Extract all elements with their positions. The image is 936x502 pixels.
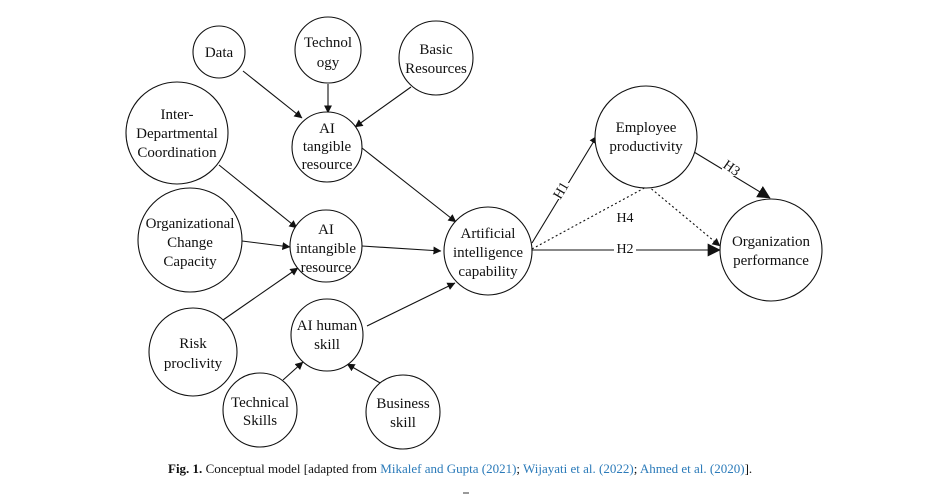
edge-data-to-ai-tangible	[242, 70, 303, 119]
edge-business-skill-to-ai-human	[346, 363, 383, 385]
node-data: Data	[192, 25, 246, 79]
hypothesis-h4-label: H4	[616, 211, 633, 226]
citation-link-mikalef-gupta[interactable]: Mikalef and Gupta (2021)	[380, 461, 517, 476]
hypothesis-h2-label: H2	[616, 242, 633, 257]
edge-ai-human-to-ai-capability	[366, 282, 456, 327]
edge-technical-skills-to-ai-human	[282, 361, 304, 381]
svg-text:Data: Data	[205, 45, 234, 61]
page-mark	[463, 492, 469, 494]
caption-text-after: ].	[744, 461, 753, 476]
figure-label: Fig. 1.	[168, 461, 203, 476]
citation-link-ahmed[interactable]: Ahmed et al. (2020)	[639, 461, 745, 476]
edge-h4-dotted-employee-to-org-performance	[647, 185, 721, 247]
edge-ai-tangible-to-ai-capability	[361, 147, 457, 223]
edge-basic-resources-to-ai-tangible	[354, 86, 412, 128]
caption-text-before: Conceptual model [adapted from	[205, 461, 381, 476]
caption-separator: ;	[516, 461, 524, 476]
edge-risk-to-ai-intangible	[222, 267, 299, 321]
edge-ai-intangible-to-ai-capability	[361, 245, 442, 255]
citation-link-wijayati[interactable]: Wijayati et al. (2022)	[523, 461, 634, 476]
edge-org-change-to-ai-intangible	[241, 240, 291, 251]
figure-caption: Fig. 1. Conceptual model [adapted from M…	[168, 461, 928, 477]
caption-separator: ;	[633, 461, 640, 476]
edge-inter-departmental-to-ai-intangible	[218, 164, 298, 229]
